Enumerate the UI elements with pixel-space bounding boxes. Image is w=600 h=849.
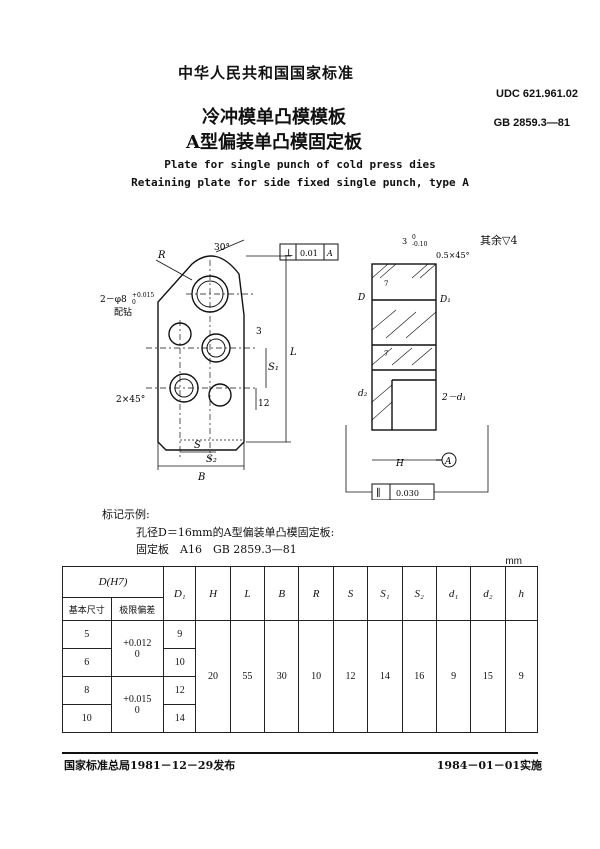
- udc-code: UDC 621.961.02: [496, 88, 578, 100]
- header-d1: d₁: [435, 566, 472, 621]
- gdt-par-value: 0.030: [396, 489, 419, 498]
- plate-outline: [157, 255, 245, 451]
- gdt-perp-datum: A: [326, 249, 333, 258]
- dimension-table: D(H7) D₁ H L B R S S₁ S₂ d₁ d₂ h 基本尺寸 极限…: [61, 566, 539, 733]
- label-R: R: [157, 250, 166, 261]
- header-D1: D₁: [163, 566, 197, 621]
- top-dim-tol-up: 0: [412, 234, 416, 241]
- header-L: L: [229, 566, 266, 621]
- label-dim-12: 12: [258, 399, 269, 409]
- header-S1: S₁: [367, 566, 403, 621]
- rough-mark-1: 7: [384, 280, 388, 288]
- section-outline: [371, 263, 437, 431]
- header-H: H: [195, 566, 231, 621]
- footer-rule: [62, 752, 538, 754]
- table-row: 5 +0.012 0 9 20 55 30 10 12 14 16 9 15 9: [62, 620, 539, 733]
- label-chamfer: 2×45°: [116, 395, 145, 405]
- datum-A: A: [444, 457, 452, 467]
- title-cn-line2: A型偏装单凸模固定板: [186, 132, 362, 153]
- rough-mark-2: 7: [384, 350, 388, 358]
- label-2-d1: 2－d₁: [441, 393, 466, 403]
- label-S1: S₁: [268, 362, 279, 373]
- header-D: D(H7): [61, 566, 165, 598]
- table-row: 6 10: [62, 648, 538, 677]
- label-angle: 30°: [214, 243, 230, 253]
- dowel-hole: [208, 383, 232, 407]
- title-cn-line1: 冷冲模单凸模模板: [202, 107, 346, 128]
- marking-line1: 孔径D＝16mm的A型偏装单凸模固定板:: [136, 526, 335, 539]
- label-d2: d₂: [358, 389, 368, 399]
- gb-code: GB 2859.3—81: [493, 117, 570, 129]
- header-h: h: [504, 566, 539, 621]
- label-D1: D₁: [439, 295, 451, 305]
- table-unit: mm: [505, 556, 522, 567]
- header-B: B: [264, 566, 300, 621]
- surface-roughness-note: 其余▽4: [480, 234, 518, 247]
- label-holes-tol: +0.015: [132, 292, 154, 299]
- gdt-perp-value: 0.01: [300, 249, 318, 258]
- top-dim-tol-low: -0.10: [412, 241, 428, 248]
- table-row: 10 14: [62, 704, 538, 733]
- table-row: 8 +0.015 0 12: [62, 676, 538, 733]
- header-S: S: [332, 566, 369, 621]
- top-dim: 3: [402, 237, 407, 246]
- label-L: L: [289, 347, 297, 358]
- standard-header: 中华人民共和国国家标准: [178, 64, 355, 82]
- label-B: B: [197, 472, 205, 483]
- label-holes: 2－φ8: [100, 295, 127, 305]
- label-holes-tol-low: 0: [132, 299, 136, 306]
- title-en-line2: Retaining plate for side fixed single pu…: [131, 176, 469, 189]
- header-d2: d₂: [470, 566, 506, 621]
- implementation-date: 1984－01－01实施: [436, 759, 542, 772]
- header-S2: S₂: [401, 566, 437, 621]
- title-en-line1: Plate for single punch of cold press die…: [164, 158, 436, 171]
- marking-heading: 标记示例:: [102, 508, 150, 521]
- label-S: S: [194, 440, 201, 451]
- issue-date: 国家标准总局1981－12－29发布: [64, 759, 236, 772]
- chamfer-2: 0.5×45°: [436, 251, 470, 260]
- technical-drawing: R 30° 2－φ8 +0.015 0 配钻 2×45° 3 S₁ L 12 S…: [100, 234, 489, 500]
- label-assembly: 配钻: [114, 306, 132, 318]
- label-dim-3: 3: [256, 327, 262, 337]
- label-H: H: [395, 459, 404, 469]
- svg-text:⊥: ⊥: [284, 248, 293, 259]
- label-D: D: [357, 293, 365, 303]
- header-nominal: 基本尺寸: [62, 597, 112, 621]
- svg-text:∥: ∥: [376, 487, 381, 499]
- marking-line2: 固定板 A16 GB 2859.3—81: [136, 543, 297, 556]
- label-S2: S₂: [206, 454, 217, 465]
- header-R: R: [298, 566, 334, 621]
- header-limit: 极限偏差: [110, 597, 165, 621]
